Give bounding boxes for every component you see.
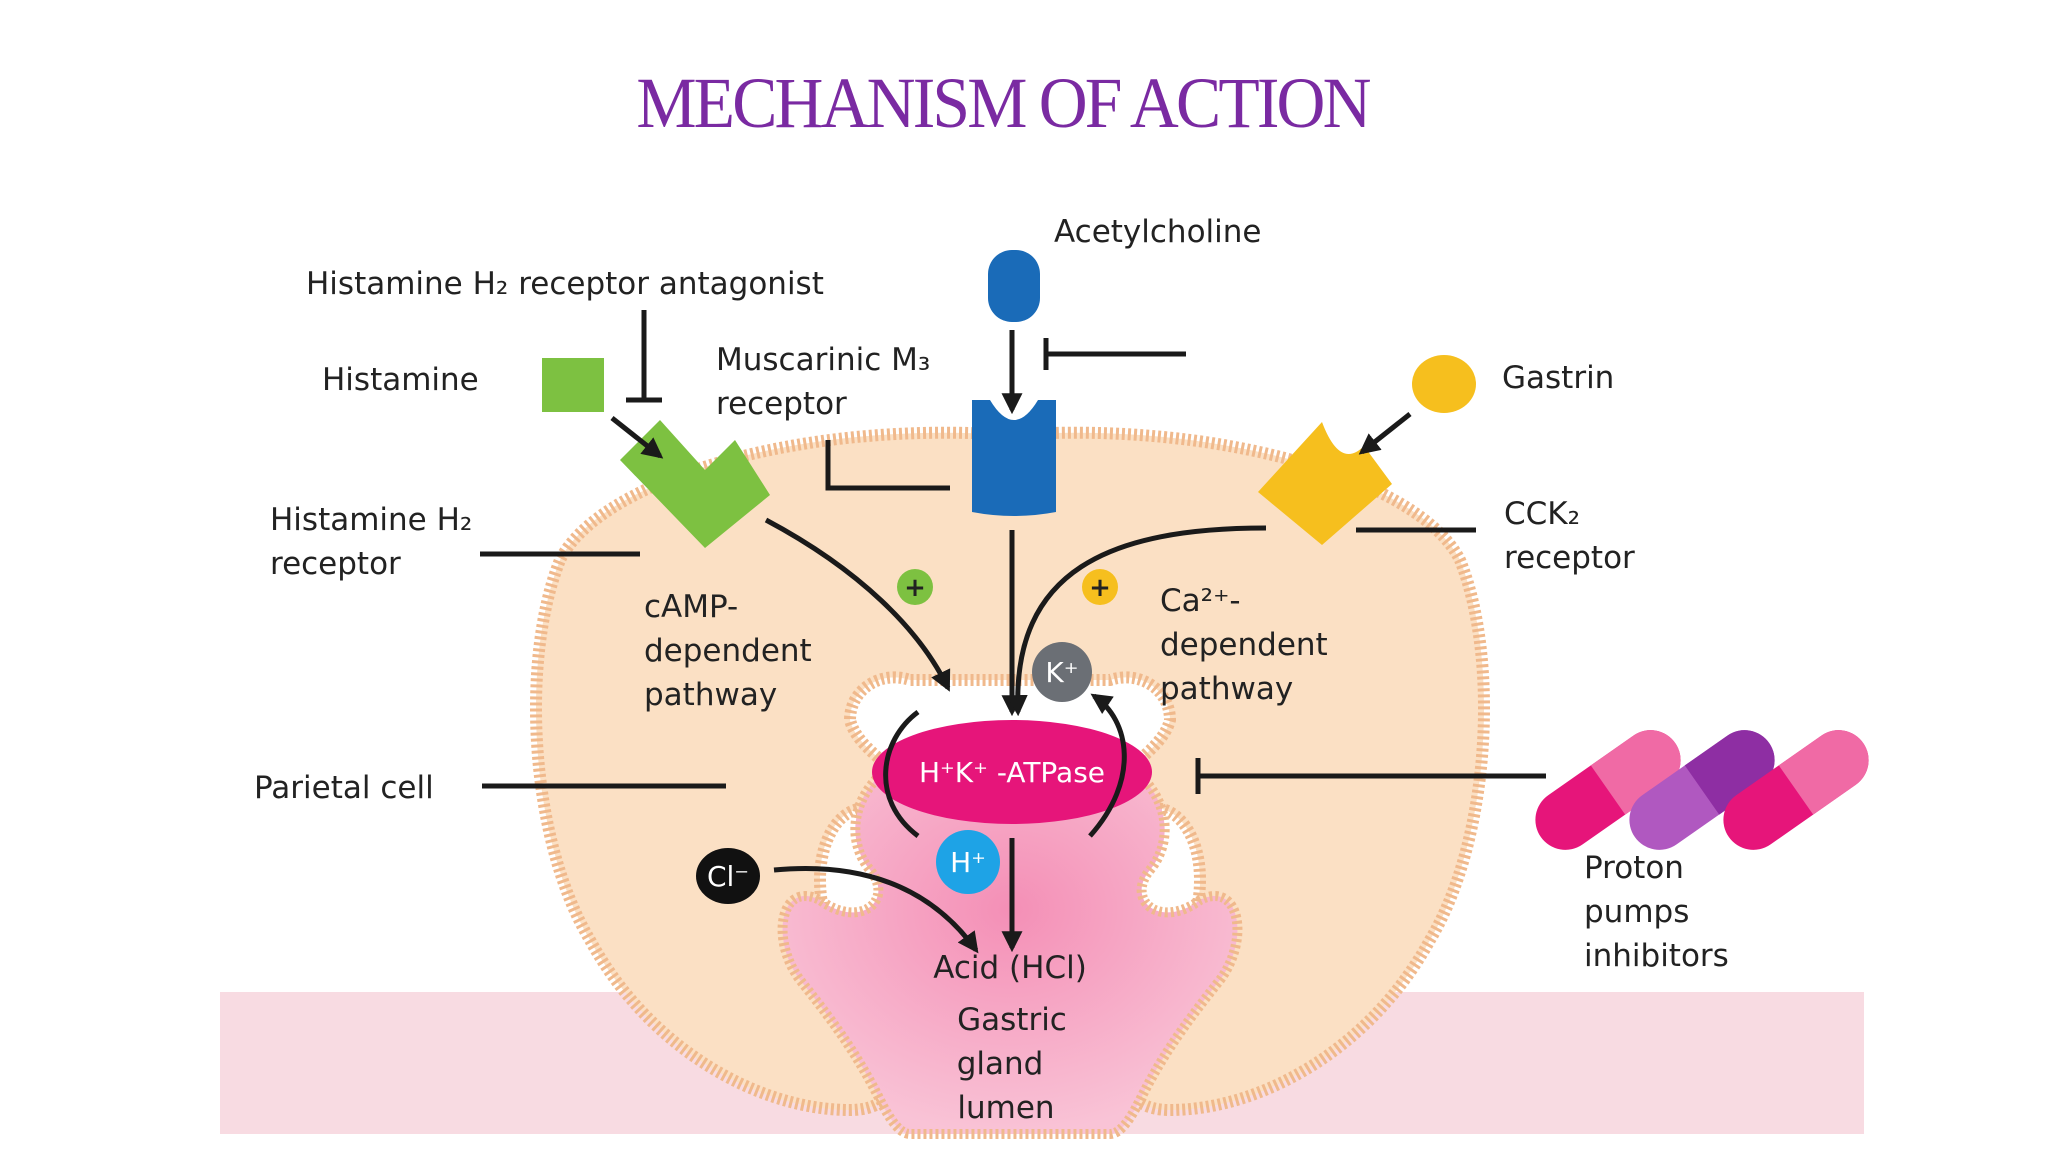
parietal-cell-body <box>530 426 1490 1117</box>
atpase-right-arc <box>1088 693 1127 838</box>
gastrin-label: Gastrin <box>1502 360 1614 396</box>
page-title: MECHANISM OF ACTION <box>636 63 1371 143</box>
h2-receptor-label-line1: Histamine H₂ <box>270 502 472 538</box>
cl-ion <box>696 848 760 904</box>
ppi-label-line3: inhibitors <box>1584 938 1729 974</box>
ca-pathway-arrow <box>1006 525 1267 717</box>
atpase-left-arc <box>883 709 920 838</box>
muscarinic-label-line1: Muscarinic M₃ <box>716 342 930 378</box>
muscarinic-m3-receptor <box>972 400 1056 516</box>
cl-ion-label: Cl⁻ <box>707 860 749 893</box>
hk-atpase <box>872 720 1152 824</box>
cck2-label-line2: receptor <box>1504 540 1635 576</box>
camp-plus-sign: + <box>904 573 926 603</box>
k-ion-label: K⁺ <box>1045 656 1078 689</box>
parietal-cell-label: Parietal cell <box>254 770 434 806</box>
ca-plus-sign: + <box>1089 573 1111 603</box>
acetylcholine-label: Acetylcholine <box>1054 214 1262 250</box>
gastrin-molecule <box>1412 355 1476 413</box>
ppi-capsule-3 <box>1723 730 1869 850</box>
chloride-arrow <box>773 866 979 954</box>
ppi-capsule-1 <box>1535 730 1681 850</box>
camp-label-line3: pathway <box>644 677 777 713</box>
h2-receptor-label-line2: receptor <box>270 546 401 582</box>
k-ion <box>1032 642 1092 702</box>
lumen-label-line2: gland <box>957 1046 1044 1082</box>
lumen-label-line1: Gastric <box>957 1002 1067 1038</box>
camp-plus-badge <box>897 569 933 605</box>
ca-plus-badge <box>1082 569 1118 605</box>
histamine-label: Histamine <box>322 362 479 398</box>
h-ion <box>936 830 1000 894</box>
ppi-label-line1: Proton <box>1584 850 1684 886</box>
atpase-label: H⁺K⁺ -ATPase <box>919 756 1105 789</box>
lumen-label-line3: lumen <box>957 1090 1054 1126</box>
cck2-label-line1: CCK₂ <box>1504 496 1580 532</box>
acid-label: Acid (HCl) <box>933 950 1087 986</box>
ppi-label-line2: pumps <box>1584 894 1689 930</box>
cck2-receptor <box>1258 422 1392 545</box>
h2-antagonist-label: Histamine H₂ receptor antagonist <box>306 266 824 302</box>
histamine-molecule <box>542 358 604 412</box>
h-ion-label: H⁺ <box>950 846 986 879</box>
histamine-arrow <box>610 416 664 459</box>
acetylcholine-molecule <box>988 250 1040 322</box>
ca-label-line2: dependent <box>1160 627 1328 663</box>
ca-label-line3: pathway <box>1160 671 1293 707</box>
muscarinic-pointer <box>825 440 950 491</box>
gastrin-arrow <box>1358 412 1412 455</box>
camp-label-line1: cAMP- <box>644 589 738 625</box>
camp-label-line2: dependent <box>644 633 812 669</box>
ca-label-line1: Ca²⁺- <box>1160 583 1241 619</box>
ppi-capsule-2 <box>1629 730 1775 850</box>
muscarinic-label-line2: receptor <box>716 386 847 422</box>
camp-pathway-arrow <box>764 517 951 692</box>
